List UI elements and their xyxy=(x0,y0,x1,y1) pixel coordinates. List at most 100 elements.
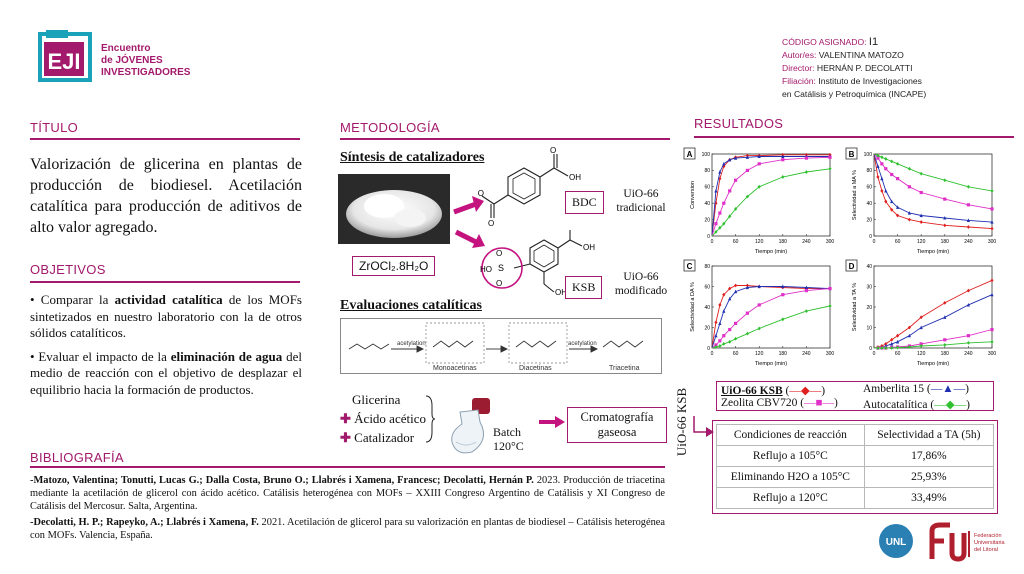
data-point xyxy=(718,339,722,343)
x-tick-label: 240 xyxy=(802,239,811,245)
data-point xyxy=(804,170,808,174)
data-point xyxy=(781,158,785,162)
synthesis-arrows xyxy=(453,196,485,248)
x-tick-label: 60 xyxy=(733,351,739,357)
data-point xyxy=(919,325,923,330)
x-tick-label: 120 xyxy=(917,351,926,357)
data-point xyxy=(966,340,970,345)
data-point xyxy=(907,217,911,222)
data-point xyxy=(722,292,726,297)
data-point xyxy=(990,327,994,332)
legend-item-zeolita: Zeolita CBV720 (—■—) xyxy=(721,397,838,409)
data-point xyxy=(884,167,888,171)
evaluaciones-heading: Evaluaciones catalíticas xyxy=(340,298,482,313)
svg-text:EJI: EJI xyxy=(47,49,80,74)
x-axis-label: Tiempo (min) xyxy=(917,361,949,367)
series-line xyxy=(711,286,831,349)
data-point xyxy=(728,296,732,301)
y-axis-label: Selectividad a TA % xyxy=(852,283,858,332)
panel-letter: C xyxy=(687,262,693,271)
svg-text:O: O xyxy=(496,279,502,288)
data-point xyxy=(966,288,970,293)
table-cell: 33,49% xyxy=(863,487,995,509)
ksb-label: KSB xyxy=(565,276,603,299)
data-point xyxy=(966,302,970,307)
data-point xyxy=(966,184,970,189)
data-point xyxy=(896,345,900,350)
data-point xyxy=(718,344,722,348)
data-point xyxy=(828,166,832,171)
x-tick-label: 300 xyxy=(988,239,997,245)
data-point xyxy=(884,199,888,204)
panel-letter: D xyxy=(849,262,855,271)
bibliografia-heading: BIBLIOGRAFÍA xyxy=(30,450,124,465)
objetivo-item: • Evaluar el impacto de la eliminación d… xyxy=(30,348,302,397)
svg-text:acetylation: acetylation xyxy=(397,341,426,347)
objetivos-list: • Comparar la actividad catalítica de lo… xyxy=(30,292,302,405)
data-point xyxy=(718,303,722,307)
plus-icon: ✚ xyxy=(340,430,351,445)
data-point xyxy=(804,285,808,290)
data-point xyxy=(907,211,911,215)
resultados-heading: RESULTADOS xyxy=(694,116,784,131)
panel-letter-box xyxy=(845,259,858,272)
y-tick-label: 60 xyxy=(704,284,710,290)
x-tick-label: 120 xyxy=(755,351,764,357)
y-axis-label: Selectividad a DA % xyxy=(690,282,696,332)
data-point xyxy=(880,155,884,160)
powder-image xyxy=(338,174,450,244)
data-point xyxy=(804,309,808,313)
data-point xyxy=(876,175,880,179)
data-point xyxy=(828,155,832,159)
y-tick-label: 0 xyxy=(707,234,710,240)
svg-text:HO: HO xyxy=(478,189,484,198)
data-point xyxy=(734,283,738,288)
x-tick-label: 0 xyxy=(873,351,876,357)
table-header-row: Condiciones de reacción Selectividad a T… xyxy=(716,424,995,446)
data-point xyxy=(728,339,732,344)
data-point xyxy=(734,289,738,294)
panel-letter: B xyxy=(849,150,855,159)
data-point xyxy=(757,284,761,289)
data-point xyxy=(757,162,761,166)
data-point xyxy=(890,341,894,346)
table-cell: Reflujo a 105°C xyxy=(716,445,865,467)
table-frame xyxy=(712,420,998,514)
data-point xyxy=(876,164,880,168)
uio-ksb-vertical-label: UiO-66 KSB xyxy=(674,387,689,457)
di-label: Diacetinas xyxy=(519,365,552,372)
data-point xyxy=(828,286,832,291)
svg-text:del Litoral: del Litoral xyxy=(974,547,998,553)
svg-text:S: S xyxy=(498,263,504,273)
x-tick-label: 300 xyxy=(988,351,997,357)
data-point xyxy=(781,175,785,179)
data-point xyxy=(722,334,726,338)
data-point xyxy=(943,343,947,347)
y-tick-label: 40 xyxy=(866,201,872,207)
objetivos-divider xyxy=(30,281,300,283)
x-tick-label: 240 xyxy=(964,239,973,245)
data-point xyxy=(896,161,900,166)
data-point xyxy=(943,197,947,201)
ksb-molecule: OH OH S O O HO xyxy=(478,228,598,297)
table-row: Reflujo a 120°C 33,49% xyxy=(716,487,995,509)
zr-precursor-label: ZrOCl₂.8H₂O xyxy=(352,256,436,276)
svg-text:acetylation: acetylation xyxy=(568,341,597,347)
data-point xyxy=(943,178,947,183)
data-point xyxy=(943,223,947,228)
data-point xyxy=(718,211,722,215)
table-pointer-arrow xyxy=(693,416,714,437)
series-line xyxy=(711,156,831,237)
reagent-item: Glicerina xyxy=(352,392,401,407)
data-point xyxy=(919,213,923,218)
data-point xyxy=(896,339,900,344)
svg-text:OH: OH xyxy=(555,288,567,296)
objetivos-heading: OBJETIVOS xyxy=(30,262,106,277)
y-tick-label: 40 xyxy=(704,305,710,311)
data-point xyxy=(966,203,970,207)
panel-letter: A xyxy=(687,150,693,159)
